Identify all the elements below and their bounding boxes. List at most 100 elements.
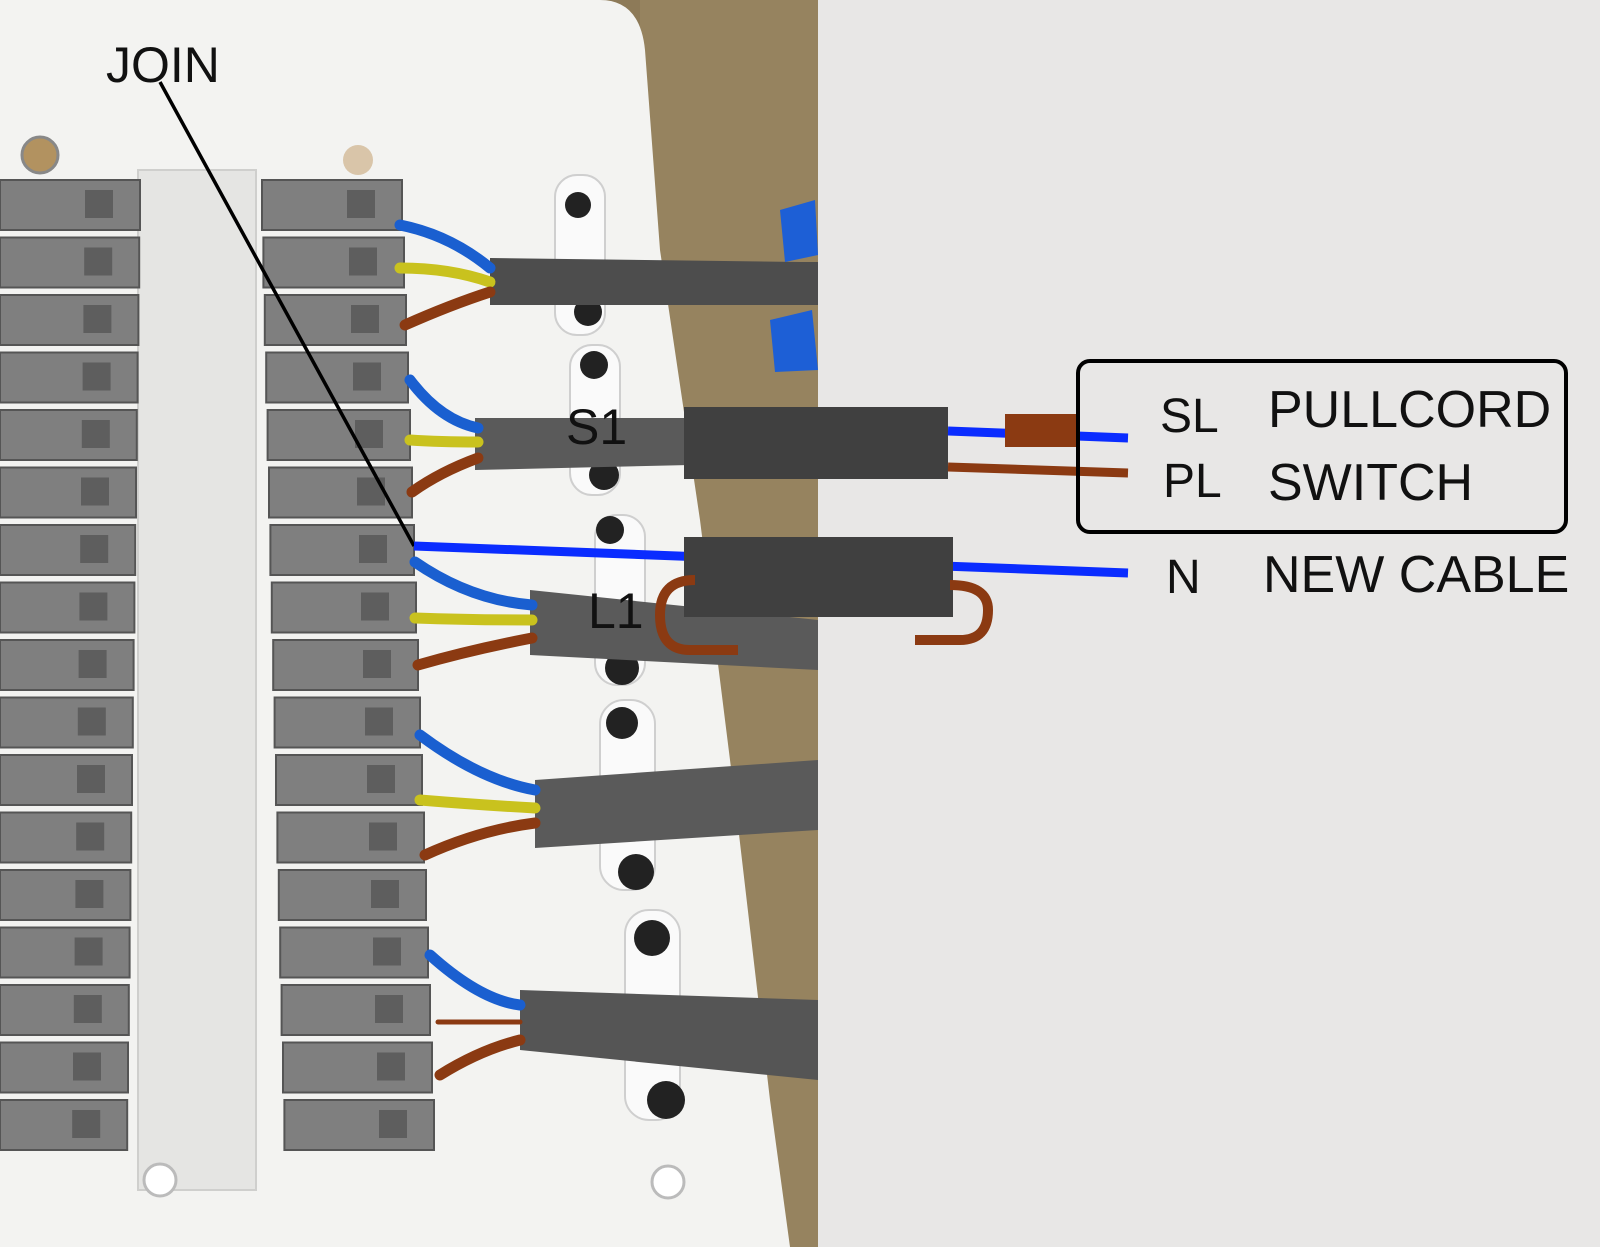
connector-block — [0, 1099, 129, 1151]
connector-lever-slot — [73, 995, 102, 1023]
connector-lever-slot — [351, 305, 379, 333]
connector-block — [0, 294, 140, 346]
diagram-panel — [818, 0, 1600, 1247]
connector-block — [273, 696, 421, 749]
connector-block — [279, 926, 430, 979]
connector-lever-slot — [73, 1052, 101, 1081]
connector-block — [261, 179, 403, 231]
left-connector-column — [0, 179, 141, 1151]
cable-sheath — [535, 760, 818, 848]
connector-lever-slot — [72, 1110, 101, 1138]
connector-lever-slot — [78, 650, 107, 678]
connector-lever-slot — [74, 937, 103, 966]
s1-label: S1 — [566, 399, 627, 455]
pullcord-label: PULLCORD — [1268, 381, 1551, 439]
connector-block — [0, 409, 138, 461]
connector-lever-slot — [367, 765, 395, 793]
connector-block — [276, 811, 425, 864]
connector-lever-slot — [82, 362, 111, 391]
pullcord-switch-box — [1076, 359, 1568, 534]
connector-block — [272, 639, 420, 691]
photo-area — [0, 0, 818, 1247]
connector-block — [0, 639, 135, 691]
connector-block — [282, 1041, 433, 1094]
connector-lever-slot — [80, 535, 109, 563]
connector-lever-slot — [349, 247, 377, 276]
connector-block — [0, 581, 136, 634]
connector-lever-slot — [375, 995, 403, 1023]
connector-block — [262, 236, 405, 289]
connector-lever-slot — [347, 190, 375, 218]
connector-block — [0, 179, 141, 231]
clamp-screws — [565, 192, 685, 1119]
cable-sheath — [520, 990, 818, 1080]
pullcord-cable-sheath — [684, 407, 948, 479]
live-core — [399, 286, 496, 331]
connector-lever-slot — [365, 707, 393, 736]
existing-cables — [475, 258, 818, 1080]
connector-block — [263, 294, 407, 346]
connector-lever-slot — [85, 190, 113, 218]
connector-lever-slot — [361, 592, 389, 621]
brown-sleeve-marker — [1005, 414, 1077, 447]
new-cable-live-loop — [915, 580, 994, 645]
connector-block — [280, 984, 431, 1036]
connector-block — [265, 351, 410, 404]
connector-block — [0, 869, 132, 921]
existing-cable-cores — [394, 219, 541, 1081]
cable-sheath — [475, 418, 690, 470]
connector-lever-slot — [81, 477, 109, 506]
new-cable-label: NEW CABLE — [1263, 546, 1569, 604]
connector-block — [270, 581, 417, 634]
l1-label: L1 — [588, 583, 644, 639]
permanent-live-wire — [947, 462, 1129, 478]
join-pointer-line — [158, 81, 416, 547]
connector-block — [0, 696, 134, 749]
connector-lever-slot — [363, 650, 391, 678]
connector-block — [0, 351, 139, 404]
connector-block — [0, 754, 133, 806]
connector-lever-slot — [373, 937, 401, 966]
switch-label: SWITCH — [1268, 454, 1473, 512]
n-label: N — [1166, 551, 1201, 604]
connector-lever-slot — [75, 880, 104, 908]
connector-block — [0, 466, 137, 519]
connector-lever-slot — [379, 1110, 407, 1138]
connector-block — [275, 754, 423, 806]
l1-live-loop — [654, 575, 738, 655]
screw-hole — [20, 135, 60, 175]
connector-block — [268, 466, 413, 519]
connector-lever-slot — [76, 822, 105, 851]
connector-block — [266, 409, 411, 461]
connector-block — [0, 524, 137, 576]
connector-lever-slot — [359, 535, 387, 563]
connector-lever-slot — [77, 765, 105, 793]
new-cable-sheath — [684, 537, 953, 617]
connector-lever-slot — [353, 362, 381, 391]
connector-block — [283, 1099, 435, 1151]
connector-lever-slot — [83, 305, 112, 333]
sl-label: SL — [1160, 390, 1219, 443]
wire-caps — [770, 200, 818, 372]
connector-block — [0, 236, 141, 289]
connector-lever-slot — [77, 707, 106, 736]
pl-label: PL — [1163, 455, 1222, 508]
connector-block — [269, 524, 415, 576]
connector-lever-slot — [377, 1052, 405, 1081]
connector-lever-slot — [357, 477, 385, 506]
connector-lever-slot — [84, 247, 113, 276]
neutral-core — [394, 219, 496, 274]
connector-lever-slot — [79, 592, 108, 621]
din-rail — [137, 169, 257, 1191]
cable-sheath — [530, 590, 818, 670]
earth-core — [394, 262, 496, 288]
connector-lever-slot — [81, 420, 110, 448]
connector-block — [0, 811, 133, 864]
connector-block — [0, 984, 130, 1036]
join-label: JOIN — [106, 37, 220, 93]
connector-lever-slot — [369, 822, 397, 851]
connector-lever-slot — [371, 880, 399, 908]
connector-block — [0, 926, 131, 979]
